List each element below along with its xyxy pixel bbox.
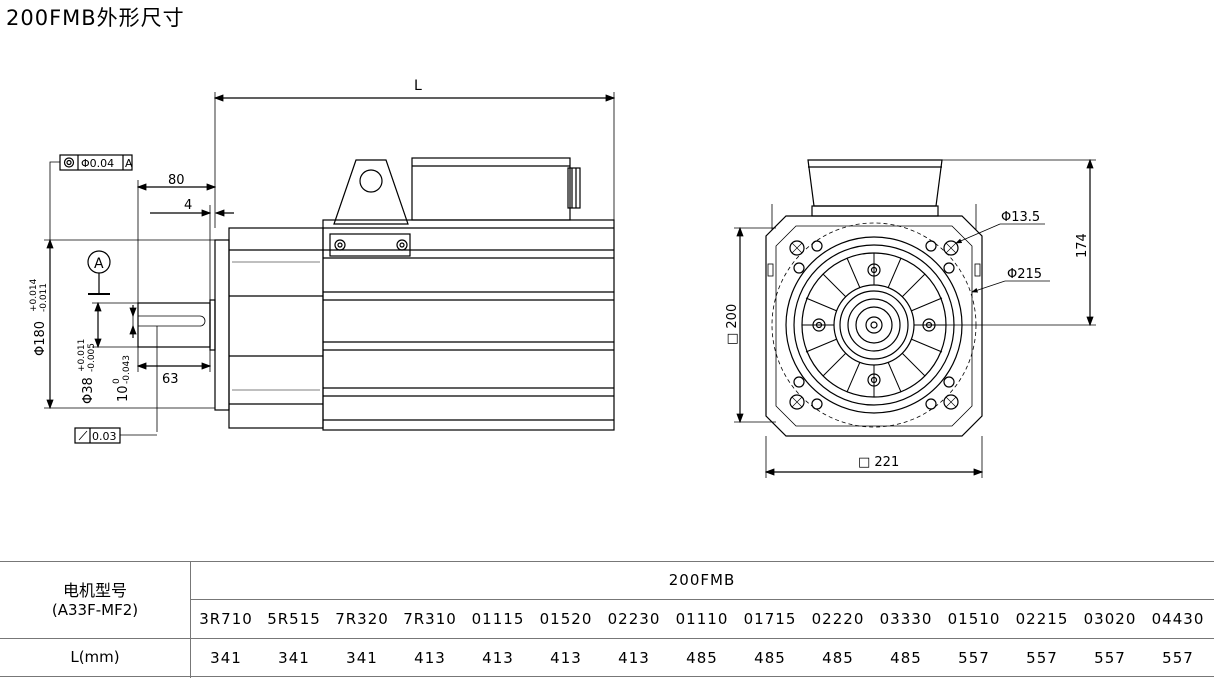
- side-view: [44, 92, 616, 444]
- hole-diameter-dim: Φ13.5: [1001, 210, 1040, 225]
- shaft-tol-lower: -0.005: [87, 343, 97, 372]
- table-rule: [0, 676, 1214, 677]
- length-cell: 485: [890, 649, 922, 667]
- table-rule: [190, 599, 1214, 600]
- length-cell: 557: [1162, 649, 1194, 667]
- model-cell: 03330: [879, 610, 933, 628]
- length-cell: 341: [346, 649, 378, 667]
- length-cell: 413: [550, 649, 582, 667]
- datum-label: A: [94, 256, 104, 272]
- flange-span-dim: 80: [168, 173, 185, 188]
- model-cell: 03020: [1083, 610, 1137, 628]
- model-header: 电机型号: [62, 581, 127, 600]
- model-cell: 01115: [471, 610, 525, 628]
- pilot-diameter-dim: Φ180: [33, 321, 48, 356]
- length-cell: 413: [482, 649, 514, 667]
- table-rule: [0, 638, 1214, 639]
- model-cell: 7R310: [403, 610, 457, 628]
- length-cell: 485: [822, 649, 854, 667]
- model-subheader: (A33F-MF2): [51, 601, 139, 619]
- length-header: L(mm): [70, 648, 120, 666]
- table-rule: [190, 561, 191, 678]
- model-cell: 04430: [1151, 610, 1205, 628]
- model-cell: 01715: [743, 610, 797, 628]
- length-label: L: [414, 78, 422, 94]
- length-cell: 557: [1094, 649, 1126, 667]
- pilot-tol-lower: -0.011: [39, 283, 49, 312]
- model-cell: 01110: [675, 610, 729, 628]
- model-cell: 01520: [539, 610, 593, 628]
- length-cell: 413: [618, 649, 650, 667]
- flange-step-dim: 4: [184, 198, 192, 213]
- runout-tolerance: 0.03: [92, 430, 117, 443]
- motor-outline-drawing: L 80 4 63 Φ0.04 A A 0.03 Φ180 +0.014 -0.…: [29, 78, 1096, 478]
- length-cell: 557: [958, 649, 990, 667]
- shaft-tol-upper: +0.011: [77, 339, 87, 372]
- model-cell: 3R710: [199, 610, 253, 628]
- pilot-tol-upper: +0.014: [29, 278, 39, 312]
- square-200-dim: □ 200: [725, 304, 740, 345]
- key-width-dim: 10: [116, 385, 131, 402]
- length-cell: 557: [1026, 649, 1058, 667]
- model-cell: 7R320: [335, 610, 389, 628]
- concentricity-tolerance: Φ0.04: [81, 157, 114, 170]
- table-rule: [0, 561, 1214, 562]
- key-tol-lower: -0.043: [122, 355, 132, 384]
- datum-reference: A: [125, 157, 133, 170]
- length-cell: 341: [210, 649, 242, 667]
- model-cell: 02220: [811, 610, 865, 628]
- square-221-dim: □ 221: [858, 455, 899, 470]
- page-title: 200FMB外形尺寸: [6, 6, 185, 30]
- shaft-diameter-dim: Φ38: [81, 377, 96, 404]
- model-cell: 02215: [1015, 610, 1069, 628]
- length-cell: 485: [686, 649, 718, 667]
- model-cell: 01510: [947, 610, 1001, 628]
- series-name: 200FMB: [668, 571, 736, 589]
- shaft-length-dim: 63: [162, 372, 179, 387]
- length-cell: 341: [278, 649, 310, 667]
- height-174-dim: 174: [1075, 233, 1090, 258]
- model-cell: 5R515: [267, 610, 321, 628]
- key-tol-upper: 0: [112, 378, 122, 384]
- front-view: [734, 158, 1096, 478]
- length-cell: 485: [754, 649, 786, 667]
- model-cell: 02230: [607, 610, 661, 628]
- spec-table: 电机型号 (A33F-MF2) L(mm) 200FMB 3R710 5R515…: [0, 561, 1214, 678]
- length-cell: 413: [414, 649, 446, 667]
- pcd-dim: Φ215: [1007, 267, 1042, 282]
